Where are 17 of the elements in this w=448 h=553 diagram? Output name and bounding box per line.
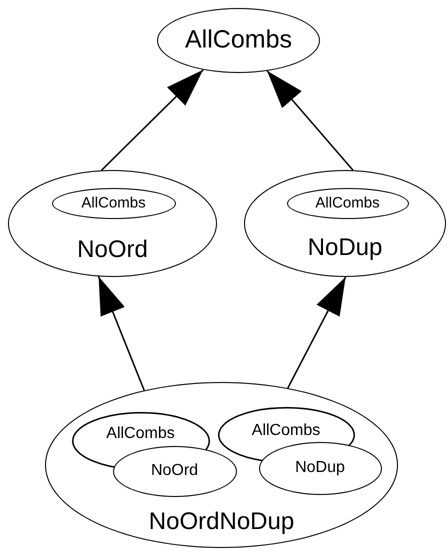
node-label: NoOrd xyxy=(150,462,200,478)
arrow xyxy=(287,276,346,388)
node-label: NoOrdNoDup xyxy=(148,510,296,534)
node-label: AllCombs xyxy=(314,195,381,210)
ellipse-node xyxy=(218,406,354,462)
arrow xyxy=(100,69,204,171)
ellipse-node xyxy=(258,442,382,494)
node-label: AllCombs xyxy=(105,426,176,442)
node-label: NoDup xyxy=(306,236,384,260)
node-label: NoOrd xyxy=(76,238,149,262)
node-label: AllCombs xyxy=(250,423,322,439)
arrow xyxy=(266,70,354,171)
node-label: NoDup xyxy=(294,460,346,476)
arrow xyxy=(98,276,145,391)
node-label: AllCombs xyxy=(80,195,147,210)
ellipse-node xyxy=(112,446,236,496)
node-label: AllCombs xyxy=(184,28,293,52)
